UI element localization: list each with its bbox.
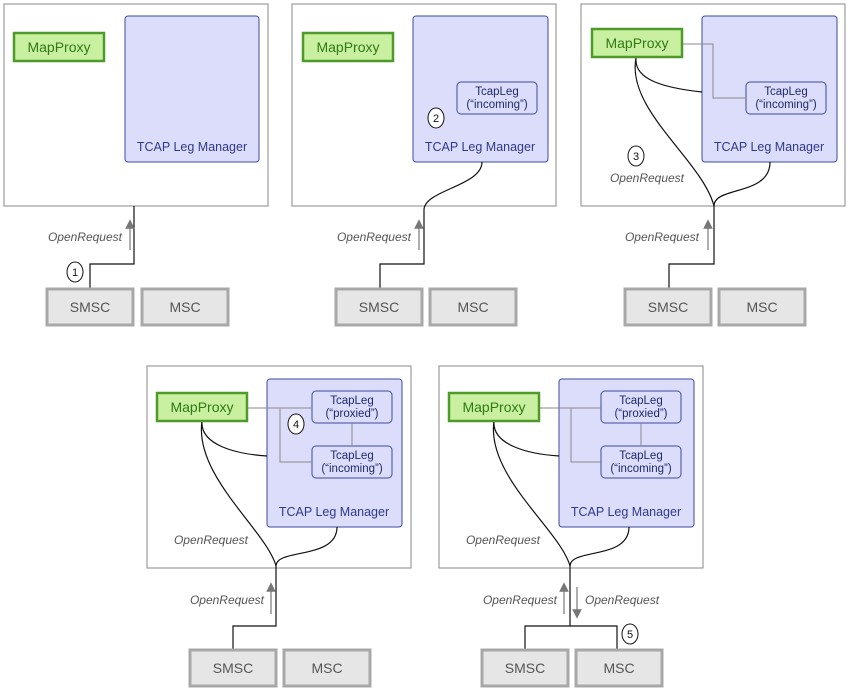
- open-request-label: OpenRequest: [48, 230, 123, 244]
- map-proxy-label: MapProxy: [316, 39, 379, 55]
- msc-label: MSC: [169, 299, 200, 315]
- manager-request-line: [275, 526, 338, 567]
- smsc-node: [188, 648, 278, 688]
- msc-label: MSC: [311, 660, 342, 676]
- proxy-request-line: [634, 57, 715, 207]
- open-request-label: OpenRequest: [466, 533, 541, 547]
- leg-title: TcapLeg: [330, 450, 373, 462]
- step-number: 4: [293, 419, 299, 431]
- step-number: 5: [627, 629, 633, 641]
- smsc-node: [334, 287, 424, 327]
- open-request-label: OpenRequest: [625, 230, 700, 244]
- smsc-label: SMSC: [359, 299, 399, 315]
- leg-title: TcapLeg: [764, 86, 807, 98]
- msc-node: [140, 287, 230, 327]
- map-proxy-box: [155, 391, 249, 423]
- proxy-manager-line: [635, 57, 703, 93]
- step-number: 1: [72, 267, 78, 279]
- manager-label: TCAP Leg Manager: [571, 505, 681, 519]
- leg-title: TcapLeg: [330, 395, 373, 407]
- step-marker: [627, 145, 645, 167]
- map-proxy-label: MapProxy: [170, 399, 233, 415]
- step-number: 3: [633, 151, 639, 163]
- leg-role: (“incoming”): [610, 463, 672, 475]
- manager-label: TCAP Leg Manager: [714, 140, 824, 154]
- leg-title: TcapLeg: [475, 86, 518, 98]
- open-request-label: OpenRequest: [174, 533, 249, 547]
- manager-label: TCAP Leg Manager: [279, 505, 389, 519]
- proxy-leg-link: [570, 408, 601, 463]
- msc-node: [428, 287, 518, 327]
- proxy-leg-link: [279, 408, 312, 463]
- connection-line: [89, 206, 135, 290]
- map-proxy-label: MapProxy: [605, 35, 668, 51]
- smsc-node: [623, 287, 713, 327]
- smsc-label: SMSC: [213, 660, 253, 676]
- manager-request-line: [713, 161, 771, 207]
- open-request-label: OpenRequest: [483, 593, 558, 607]
- step-number: 2: [433, 113, 439, 125]
- step-marker: [427, 107, 445, 129]
- msc-node: [282, 648, 372, 688]
- leg-title: TcapLeg: [619, 395, 662, 407]
- smsc-label: SMSC: [505, 660, 545, 676]
- step-marker: [621, 623, 639, 645]
- tcap-leg-incoming: [456, 81, 538, 115]
- msc-node: [717, 287, 807, 327]
- panel-2: TCAP Leg Manager MapProxy TcapLeg (“inco…: [291, 3, 557, 327]
- map-proxy-box: [301, 31, 395, 63]
- panel-5: TCAP Leg Manager TcapLeg (“proxied”) Tca…: [438, 365, 704, 688]
- panel-3: TCAP Leg Manager TcapLeg (“incoming”) Ma…: [580, 3, 846, 327]
- proxy-manager-line: [201, 420, 268, 457]
- map-proxy-box: [590, 27, 684, 59]
- map-proxy-box: [447, 391, 541, 423]
- node-bus-line: [524, 625, 618, 650]
- open-request-label: OpenRequest: [190, 593, 265, 607]
- proxy-leg-link: [682, 43, 746, 99]
- connection-line: [232, 566, 277, 650]
- open-request-label: OpenRequest: [585, 593, 660, 607]
- msc-label: MSC: [603, 660, 634, 676]
- connection-line: [379, 161, 483, 290]
- leg-role: (“proxied”): [614, 408, 667, 420]
- connection-line: [668, 206, 715, 290]
- smsc-label: SMSC: [648, 299, 688, 315]
- map-proxy-label: MapProxy: [27, 39, 90, 55]
- leg-role: (“incoming”): [321, 463, 383, 475]
- panel-1: TCAP Leg Manager MapProxy OpenRequest 1 …: [3, 3, 269, 327]
- manager-label: TCAP Leg Manager: [425, 140, 535, 154]
- manager-request-line: [569, 526, 630, 567]
- proxy-manager-line: [493, 420, 560, 457]
- proxy-request-line: [492, 420, 571, 567]
- panel-4: TCAP Leg Manager TcapLeg (“proxied”) Tca…: [146, 365, 412, 688]
- map-proxy-box: [12, 31, 106, 63]
- smsc-label: SMSC: [70, 299, 110, 315]
- manager-label: TCAP Leg Manager: [137, 140, 247, 154]
- msc-label: MSC: [746, 299, 777, 315]
- leg-title: TcapLeg: [619, 450, 662, 462]
- map-proxy-label: MapProxy: [462, 399, 525, 415]
- msc-label: MSC: [457, 299, 488, 315]
- open-request-label: OpenRequest: [337, 230, 412, 244]
- step-marker: [287, 413, 305, 435]
- proxy-request-line: [200, 420, 277, 567]
- smsc-node: [45, 287, 135, 327]
- leg-role: (“incoming”): [466, 99, 528, 111]
- leg-role: (“incoming”): [755, 99, 817, 111]
- open-request-label: OpenRequest: [610, 171, 685, 185]
- smsc-node: [480, 648, 570, 688]
- step-marker: [66, 261, 84, 283]
- tcap-leg-manager: [124, 15, 260, 163]
- leg-role: (“proxied”): [325, 408, 378, 420]
- msc-node: [574, 648, 664, 688]
